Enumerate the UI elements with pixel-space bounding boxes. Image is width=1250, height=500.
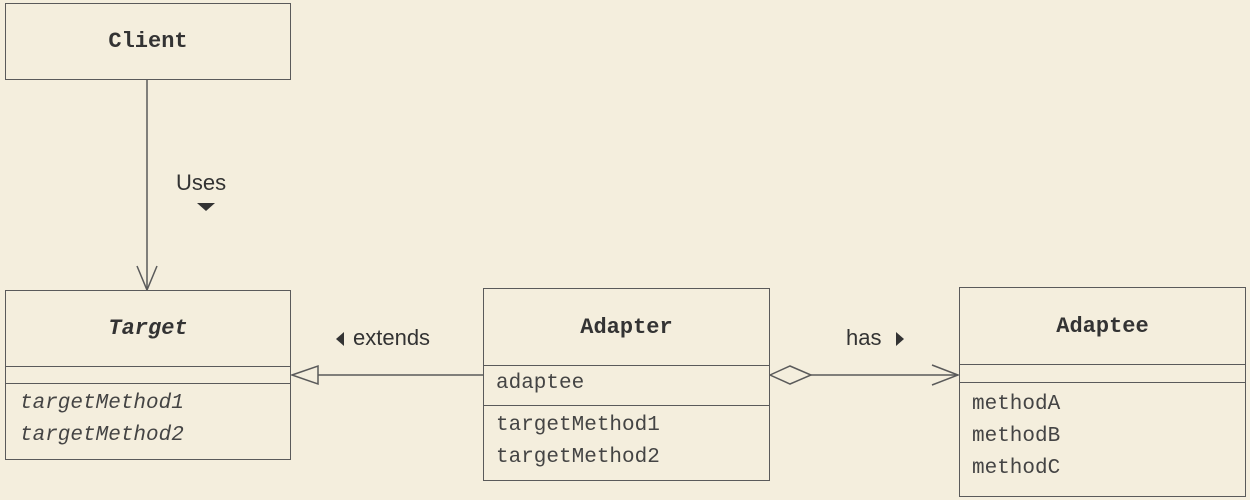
target-class-name: Target: [6, 291, 290, 367]
target-method: targetMethod2: [20, 424, 184, 447]
adapter-fields-section: adaptee: [484, 366, 769, 406]
adaptee-class: Adaptee methodA methodB methodC: [959, 287, 1246, 497]
adaptee-method: methodC: [972, 457, 1061, 480]
adapter-class-name: Adapter: [484, 289, 769, 366]
target-methods-section: targetMethod1 targetMethod2: [6, 384, 290, 456]
generalization-arrowhead: [289, 364, 319, 386]
adaptee-methods-section: methodA methodB methodC: [960, 383, 1245, 491]
target-method: targetMethod1: [20, 392, 184, 415]
target-fields-section: [6, 367, 290, 384]
extends-direction-triangle-icon: [336, 332, 344, 346]
adapter-method: targetMethod1: [496, 414, 660, 437]
client-class-name: Client: [108, 29, 188, 54]
extends-label: extends: [353, 325, 431, 350]
uses-label: Uses: [176, 170, 227, 195]
has-direction-triangle-icon: [896, 332, 904, 346]
client-class: Client: [5, 3, 291, 80]
adapter-method: targetMethod2: [496, 446, 660, 469]
has-label: has: [846, 325, 882, 350]
aggregation-diamond: [768, 365, 813, 385]
has-arrowhead: [931, 364, 961, 386]
adaptee-class-name: Adaptee: [960, 288, 1245, 365]
adaptee-method: methodB: [972, 425, 1061, 448]
uses-direction-triangle-icon: [197, 203, 215, 211]
adaptee-fields-section: [960, 365, 1245, 383]
adapter-field: adaptee: [496, 372, 585, 395]
adapter-class: Adapter adaptee targetMethod1 targetMeth…: [483, 288, 770, 481]
target-class: Target targetMethod1 targetMethod2: [5, 290, 291, 460]
adaptee-method: methodA: [972, 393, 1061, 416]
adapter-methods-section: targetMethod1 targetMethod2: [484, 406, 769, 478]
